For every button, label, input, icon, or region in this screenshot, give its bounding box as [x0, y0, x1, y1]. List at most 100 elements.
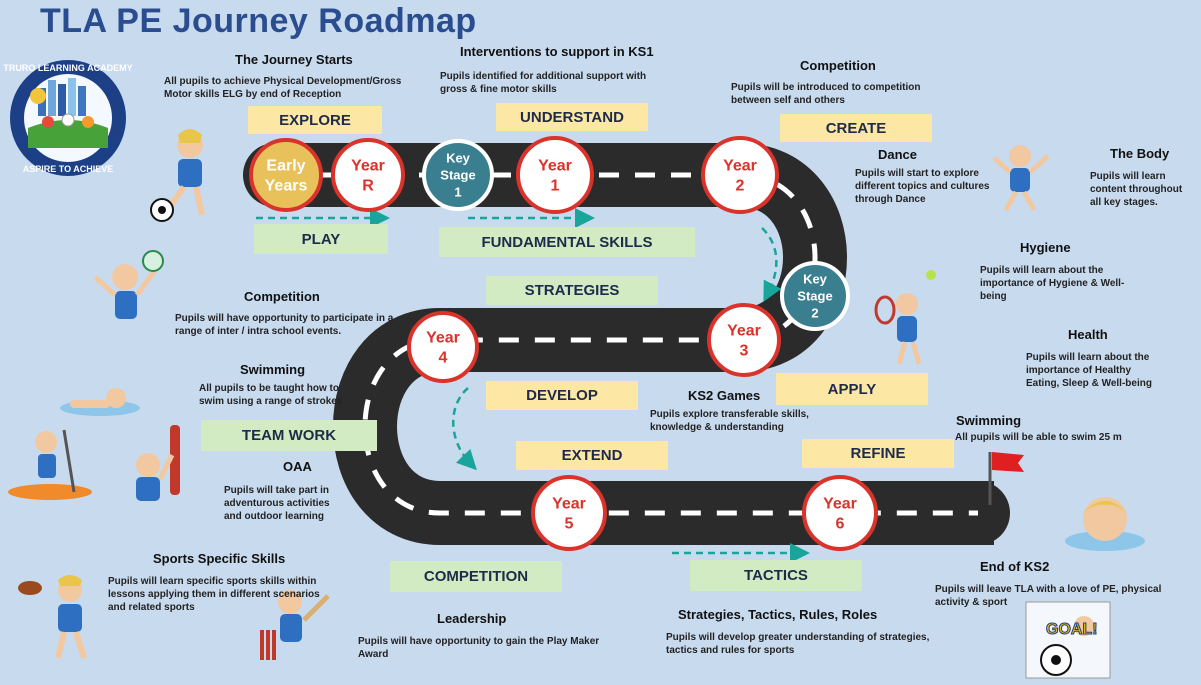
note-swimming-right-heading: Swimming: [956, 413, 1022, 428]
figure-paddleboard: [8, 429, 92, 500]
academy-logo: TRURO LEARNING ACADEMY ASPIRE TO ACHIEVE: [3, 60, 133, 176]
milestone-y1: Year 1: [516, 136, 594, 214]
figure-goal: GOAL!: [1025, 601, 1111, 679]
label-competition: COMPETITION: [390, 561, 562, 592]
note-leadership-text: Pupils will have opportunity to gain the…: [358, 636, 600, 660]
milestone-label: 2: [811, 306, 818, 321]
milestone-circle: [516, 136, 594, 214]
logo-ring-text: TRURO LEARNING ACADEMY: [3, 63, 132, 73]
label-develop: DEVELOP: [486, 381, 638, 410]
milestone-y5: Year 5: [531, 475, 607, 551]
label-play: PLAY: [254, 224, 388, 254]
milestone-label: Year: [723, 158, 757, 175]
milestone-circle: [780, 261, 850, 331]
figure-volleyball: [93, 250, 164, 319]
arrow-develop: [452, 387, 477, 471]
figure-climber: [136, 425, 180, 501]
milestone-label: 2: [736, 178, 745, 195]
milestone-y4: Year 4: [407, 311, 479, 383]
milestone-label: Year: [552, 496, 586, 513]
figure-rugby: [18, 575, 87, 659]
milestone-label: Stage: [797, 289, 832, 304]
milestone-circle: [407, 311, 479, 383]
arrow-ks2: [761, 227, 782, 302]
note-dance-heading: Dance: [878, 147, 918, 162]
note-body-text: Pupils will learn content throughout all…: [1090, 171, 1183, 208]
milestone-label: Year: [727, 323, 761, 340]
logo-motto: ASPIRE TO ACHIEVE: [23, 164, 114, 174]
milestone-label: 5: [565, 516, 574, 533]
page-title: TLA PE Journey Roadmap: [40, 2, 477, 40]
label-understand: UNDERSTAND: [496, 103, 648, 131]
note-ks2games-text: Pupils explore transferable skills, know…: [650, 409, 809, 433]
figure-football: [150, 129, 205, 222]
note-competition-left-text: Pupils will have opportunity to particip…: [175, 313, 394, 337]
milestone-circle: [531, 475, 607, 551]
note-competition-left-heading: Competition: [244, 289, 320, 304]
milestone-label: Stage: [440, 168, 475, 183]
note-oaa-text: Pupils will take part in adventurous act…: [224, 485, 330, 522]
figure-swimmer-left: [60, 388, 140, 416]
label-tactics: TACTICS: [690, 560, 862, 591]
goal-text: GOAL!: [1046, 621, 1098, 638]
label-fundamental-skills: FUNDAMENTAL SKILLS: [439, 227, 695, 257]
note-endks2-heading: End of KS2: [980, 559, 1050, 574]
note-strategies-roles-heading: Strategies, Tactics, Rules, Roles: [678, 607, 878, 622]
milestone-circle: [701, 136, 779, 214]
milestone-y2: Year 2: [701, 136, 779, 214]
note-health-heading: Health: [1068, 327, 1108, 342]
milestone-label: Year: [426, 330, 460, 347]
milestone-label: 4: [439, 350, 448, 367]
milestone-circle: [802, 475, 878, 551]
note-swimming-left-heading: Swimming: [240, 362, 306, 377]
label-create: CREATE: [780, 114, 932, 142]
figure-tennis: [874, 270, 936, 365]
note-swimming-left-text: All pupils to be taught how to swim usin…: [199, 383, 343, 407]
milestone-label: Key: [446, 151, 471, 166]
milestone-label: Early: [266, 158, 305, 175]
note-hygiene-text: Pupils will learn about the importance o…: [980, 265, 1125, 302]
note-health-text: Pupils will learn about the importance o…: [1026, 352, 1152, 389]
note-journey-text: All pupils to achieve Physical Developme…: [164, 76, 402, 100]
label-refine: REFINE: [802, 439, 954, 468]
note-journey-heading: The Journey Starts: [235, 52, 353, 67]
milestone-circle: [331, 138, 405, 212]
milestone-circle: [249, 138, 323, 212]
note-sports-heading: Sports Specific Skills: [153, 551, 286, 566]
label-team-work: TEAM WORK: [201, 420, 377, 451]
note-body-heading: The Body: [1110, 146, 1170, 161]
milestone-label: 1: [454, 185, 461, 200]
milestone-label: 6: [836, 516, 845, 533]
figure-cricket: [260, 590, 330, 660]
lane-markings: [275, 172, 978, 516]
milestone-label: 3: [740, 343, 749, 360]
milestone-circle: [422, 139, 494, 211]
note-oaa-heading: OAA: [283, 459, 312, 474]
milestone-label: Year: [351, 158, 385, 175]
label-explore: EXPLORE: [248, 106, 382, 134]
milestone-label: 1: [551, 178, 560, 195]
note-hygiene-heading: Hygiene: [1020, 240, 1071, 255]
note-swimming-right-text: All pupils will be able to swim 25 m: [955, 432, 1122, 443]
note-competition-top-text: Pupils will be introduced to competition…: [731, 82, 921, 106]
note-strategies-roles-text: Pupils will develop greater understandin…: [666, 632, 930, 656]
note-interventions-text: Pupils identified for additional support…: [440, 71, 647, 95]
note-competition-top-heading: Competition: [800, 58, 876, 73]
milestone-label: Years: [265, 178, 308, 195]
label-extend: EXTEND: [516, 441, 668, 470]
note-leadership-heading: Leadership: [437, 611, 507, 626]
milestone-label: Year: [538, 158, 572, 175]
note-interventions-heading: Interventions to support in KS1: [460, 44, 654, 59]
label-apply: APPLY: [776, 373, 928, 405]
milestone-circle: [707, 303, 781, 377]
milestone-label: Year: [823, 496, 857, 513]
figure-dance: [992, 145, 1050, 212]
note-dance-text: Pupils will start to explore different t…: [855, 168, 990, 205]
milestone-label: Key: [803, 272, 828, 287]
flag-icon: [992, 452, 1024, 472]
note-sports-text: Pupils will learn specific sports skills…: [108, 576, 320, 613]
